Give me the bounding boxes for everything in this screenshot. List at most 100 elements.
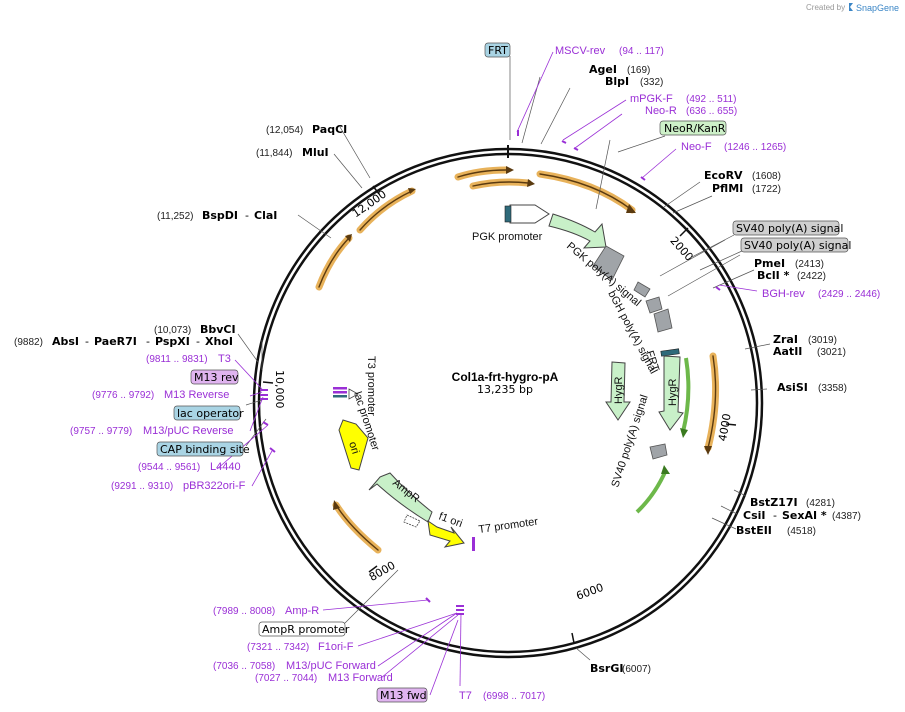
enzyme-pflmi: PflMI: [712, 182, 743, 195]
tick-label-4000: 4000: [716, 412, 734, 442]
enzyme-zrai-pos: (3019): [808, 335, 837, 346]
enzyme-absi-sep1: -: [85, 335, 89, 348]
primer-m13puc-forward-pos: (7036 .. 7058): [213, 661, 275, 672]
pgk-promoter-label: PGK promoter: [472, 231, 543, 243]
primer-l4440: L4440: [210, 461, 241, 473]
enzyme-absi-pos: (9882): [14, 337, 43, 348]
primer-amp-r-pos: (7989 .. 8008): [213, 606, 275, 617]
primer-neo-f: Neo-F: [681, 141, 712, 153]
primer-amp-r: Amp-R: [285, 605, 319, 617]
enzyme-pmei-pos: (2413): [795, 259, 824, 270]
enzyme-bcli: BclI *: [757, 269, 790, 282]
enzyme-asisi: AsiSI: [777, 381, 808, 394]
f1-ori-label: f1 ori: [437, 511, 464, 531]
enzyme-bsrgi-pos: (6007): [622, 664, 651, 675]
tick-2000: [679, 227, 689, 237]
box-m13-rev: M13 rev: [190, 369, 239, 385]
enzyme-bcli-pos: (2422): [797, 271, 826, 282]
enzyme-pspxi: PspXI: [155, 335, 190, 348]
enzyme-pmei: PmeI: [754, 257, 785, 270]
enzyme-xhoi: XhoI: [205, 335, 233, 348]
tick-10000: [262, 381, 274, 384]
svg-text:AmpR promoter: AmpR promoter: [262, 623, 350, 636]
green-arrow-1: [681, 357, 691, 433]
ori-feature: ori: [338, 419, 369, 471]
enzyme-ecorv-pos: (1608): [752, 171, 781, 182]
enzyme-csii-pos: (4387): [832, 511, 861, 522]
primer-t3-pos: (9811 .. 9831): [146, 354, 208, 365]
f1-ori-feature: f1 ori: [427, 511, 465, 548]
svg-text:SV40 poly(A) signal: SV40 poly(A) signal: [736, 222, 843, 235]
svg-text:FRT: FRT: [488, 44, 508, 57]
primer-neo-f-pos: (1246 .. 1265): [724, 142, 786, 153]
pgk-polya-block: [592, 245, 625, 281]
enzyme-clai: ClaI: [254, 209, 277, 222]
box-cap-binding-site: CAP binding site: [156, 441, 250, 457]
tick-label-2000: 2000: [667, 234, 695, 264]
polya-block-3: [645, 296, 663, 314]
enzyme-aatii: AatII: [773, 345, 802, 358]
snapgene-logo-icon: [849, 3, 853, 11]
enzyme-absi-sep2: -: [146, 335, 150, 348]
enzyme-bstz17i: BstZ17I: [750, 496, 798, 509]
t3-lac-markers: [333, 387, 359, 400]
ampr-feature: AmpR: [368, 472, 433, 528]
box-frt: FRT: [484, 42, 511, 58]
primer-mscv-rev-pos: (94 .. 117): [619, 46, 664, 57]
enzyme-absi: AbsI: [52, 335, 79, 348]
hygr1-label: HygR: [613, 376, 625, 404]
primer-pbr322: pBR322ori-F: [183, 480, 246, 492]
tick-4000: [725, 423, 737, 426]
enzyme-paqci-pos: (12,054): [266, 125, 303, 136]
enzyme-asisi-pos: (3358): [818, 383, 847, 394]
svg-text:CAP binding site: CAP binding site: [160, 443, 250, 456]
enzyme-zrai: ZraI: [773, 333, 798, 346]
tick-8000: [368, 565, 378, 573]
enzyme-ecorv: EcoRV: [704, 169, 743, 182]
pgk-promoter-feature: [504, 204, 550, 224]
primer-neo-r-pos: (636 .. 655): [686, 106, 737, 117]
box-neor-kanr: NeoR/KanR: [659, 120, 727, 136]
gene-arrow-neo: [548, 213, 607, 249]
primer-f1ori-f: F1ori-F: [318, 641, 354, 653]
primer-m13-reverse: M13 Reverse: [164, 389, 229, 401]
primer-mpgk-f: mPGK-F: [630, 93, 673, 105]
polya-block-2: [633, 281, 651, 298]
tick-label-10000: 10,000: [273, 370, 286, 409]
plasmid-name: Col1a-frt-hygro-pA: [452, 370, 559, 384]
box-ampr-promoter: AmpR promoter: [258, 621, 350, 637]
box-m13-fwd: M13 fwd: [376, 687, 428, 703]
enzyme-bspdi-pos: (11,252): [157, 211, 194, 222]
frt-inner-block: [660, 348, 680, 357]
t7-marker: [472, 537, 475, 551]
enzyme-mlui: MluI: [302, 146, 329, 159]
tick-6000: [571, 632, 575, 644]
hygr-arrow-2: HygR: [658, 355, 684, 431]
enzyme-mlui-pos: (11,844): [256, 148, 293, 159]
box-lac-operator: lac operator: [173, 405, 244, 421]
sv40-polya-block: [649, 443, 668, 460]
box-sv40-polya-1: SV40 poly(A) signal: [732, 220, 843, 236]
box-sv40-polya-2: SV40 poly(A) signal: [740, 237, 851, 253]
primer-t7-pos: (6998 .. 7017): [483, 691, 545, 702]
enzyme-agei: AgeI: [589, 63, 617, 76]
primer-m13puc-reverse: M13/pUC Reverse: [143, 425, 233, 437]
enzyme-aatii-pos: (3021): [817, 347, 846, 358]
svg-text:NeoR/KanR: NeoR/KanR: [664, 122, 726, 135]
enzyme-bspdi-sep: -: [245, 209, 249, 222]
svg-text:SV40 poly(A) signal: SV40 poly(A) signal: [744, 239, 851, 252]
primer-mscv-rev: MSCV-rev: [555, 45, 606, 57]
enzyme-csii-sep: -: [773, 509, 777, 522]
enzyme-csii: CsiI: [743, 509, 765, 522]
enzyme-bsrgi: BsrGI: [590, 662, 623, 675]
enzyme-bspdi: BspDI: [202, 209, 238, 222]
credit-text: Created by: [806, 3, 845, 12]
primer-pbr322-pos: (9291 .. 9310): [111, 481, 173, 492]
brand-text: SnapGene: [856, 3, 899, 13]
tick-label-8000: 8000: [367, 559, 398, 584]
svg-text:M13 rev: M13 rev: [194, 371, 239, 384]
tick-marks: [262, 185, 737, 644]
primer-t7: T7: [459, 690, 472, 702]
orf-arrow-5: [332, 501, 382, 554]
